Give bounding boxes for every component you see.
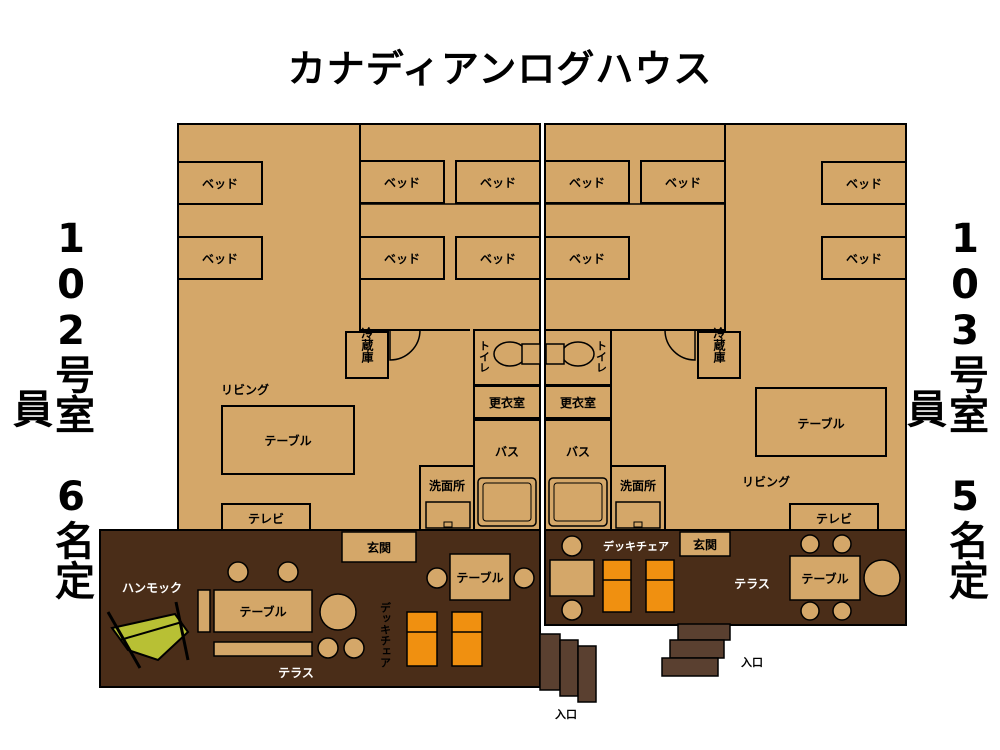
bed-label: ベッド: [569, 176, 605, 190]
tv-label: テレビ: [816, 511, 852, 526]
living-table: [221, 405, 355, 475]
fridge: [345, 331, 389, 379]
sink: [615, 501, 661, 529]
bed: ベッド: [359, 236, 445, 280]
bed-label: ベッド: [846, 177, 882, 191]
bed: ベッド: [359, 160, 445, 204]
toilet-label: トイレ: [478, 340, 491, 373]
table-label: テーブル: [264, 433, 311, 448]
bed-label: ベッド: [665, 176, 701, 190]
dressing-room: [473, 385, 541, 419]
terrace-label: テラス: [734, 577, 770, 591]
bathtub: [477, 477, 537, 527]
dressing-label: 更衣室: [560, 395, 596, 410]
steps: [539, 633, 597, 703]
table-label: テーブル: [801, 571, 848, 586]
bed-label: ベッド: [569, 252, 605, 266]
bath-label: バス: [566, 445, 590, 459]
bath-label: バス: [495, 445, 519, 459]
unit-103-label: 103号室 5名定員: [900, 216, 988, 600]
steps: [661, 623, 731, 677]
bed-label: ベッド: [384, 252, 420, 266]
washroom-label: 洗面所: [429, 478, 465, 493]
living-table: [755, 387, 887, 457]
bed-label: ベッド: [384, 176, 420, 190]
bed: ベッド: [821, 161, 907, 205]
entrance-label: 入口: [741, 656, 763, 669]
bed: ベッド: [455, 160, 541, 204]
toilet-fixture: [561, 341, 595, 367]
deck-chair: [645, 559, 675, 613]
living-label: リビング: [742, 474, 790, 489]
bed: ベッド: [177, 236, 263, 280]
deck-chair-label: デッキチェア: [379, 601, 392, 668]
bed: ベッド: [455, 236, 541, 280]
tv-label: テレビ: [248, 511, 284, 526]
entrance-hall: [341, 531, 417, 563]
deck-chair: [406, 611, 438, 667]
terrace-table: [213, 589, 313, 633]
entrance-hall: [679, 531, 731, 557]
terrace-table: [449, 553, 511, 601]
toilet-label: トイレ: [595, 340, 608, 373]
table-label: テーブル: [239, 604, 286, 619]
terrace-table: [789, 555, 861, 601]
table-label: テーブル: [797, 416, 844, 431]
hammock-label: ハンモック: [122, 581, 182, 595]
fridge-label: 冷蔵庫: [360, 326, 374, 364]
sink: [425, 501, 471, 529]
entrance-hall-label: 玄関: [693, 537, 717, 552]
tv: [789, 503, 879, 533]
entrance-hall-label: 玄関: [367, 540, 391, 555]
fridge-label: 冷蔵庫: [712, 326, 726, 364]
bed-label: ベッド: [202, 252, 238, 266]
bed: ベッド: [544, 236, 630, 280]
bed: ベッド: [640, 160, 726, 204]
bed-label: ベッド: [202, 177, 238, 191]
entrance-label: 入口: [555, 708, 577, 721]
page-title: カナディアンログハウス: [287, 47, 713, 91]
deck-chair: [451, 611, 483, 667]
deck-chair: [602, 559, 632, 613]
bed: ベッド: [177, 161, 263, 205]
bed-label: ベッド: [480, 176, 516, 190]
toilet-fixture: [493, 341, 527, 367]
bed: ベッド: [544, 160, 630, 204]
washroom-label: 洗面所: [620, 478, 656, 493]
dressing-room: [544, 385, 612, 419]
table-label: テーブル: [456, 570, 503, 585]
bed-label: ベッド: [846, 252, 882, 266]
fridge: [697, 331, 741, 379]
living-label: リビング: [221, 382, 269, 397]
bed-label: ベッド: [480, 252, 516, 266]
hammock: [106, 601, 190, 669]
dressing-label: 更衣室: [489, 395, 525, 410]
bathtub: [548, 477, 608, 527]
unit-102-label: 102号室 6名定員: [6, 216, 94, 600]
bed: ベッド: [821, 236, 907, 280]
deck-chair-label: デッキチェア: [603, 539, 669, 553]
terrace-label: テラス: [278, 666, 314, 680]
